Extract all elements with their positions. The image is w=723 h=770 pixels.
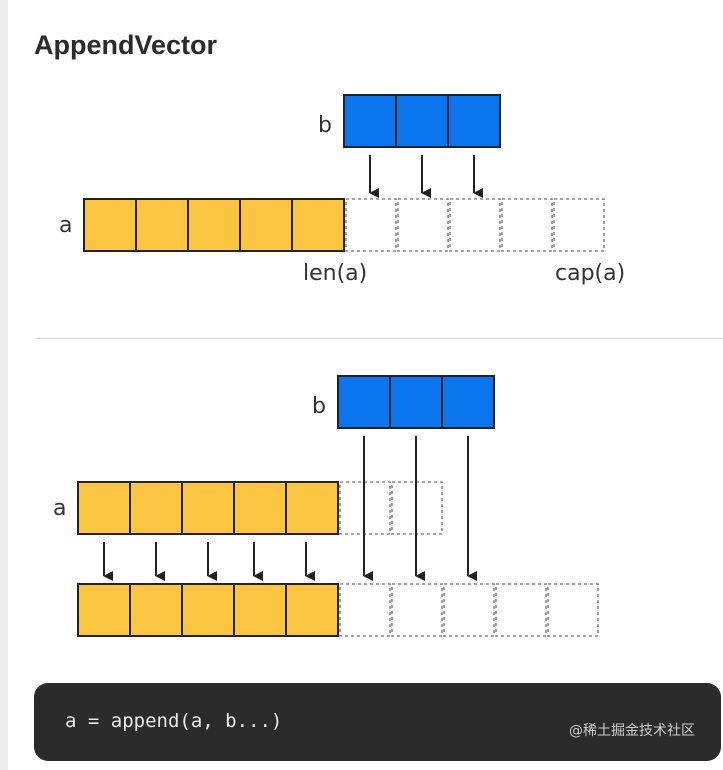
top-label-b: b [318, 113, 332, 138]
bottom-new-cell [181, 583, 235, 637]
bottom-new-cell [233, 583, 287, 637]
bottom-old-slice-a [77, 481, 339, 535]
top-a-cell [291, 198, 345, 252]
bottom-slice-b [337, 375, 495, 429]
top-b-cell [395, 94, 449, 148]
top-a-cell [83, 198, 137, 252]
bottom-new-cell [129, 583, 183, 637]
top-empty-cell [397, 198, 449, 252]
watermark: @稀土掘金技术社区 [569, 723, 695, 739]
bottom-a-cell [181, 481, 235, 535]
bottom-b-arrows [363, 436, 477, 581]
page-title: AppendVector [34, 30, 218, 60]
top-a-cell [135, 198, 189, 252]
bottom-copy-arrows [103, 542, 315, 581]
top-a-cell [239, 198, 293, 252]
code-block: a = append(a, b...) @稀土掘金技术社区 [34, 683, 721, 761]
top-label-cap: cap(a) [555, 261, 625, 286]
bottom-a-cell [285, 481, 339, 535]
top-empty-cell [501, 198, 553, 252]
top-slice-a [83, 198, 345, 252]
bottom-new-capacity [339, 583, 599, 637]
bottom-new-empty-cell [547, 583, 599, 637]
bottom-new-empty-cell [391, 583, 443, 637]
bottom-label-a: a [53, 496, 66, 521]
bottom-old-capacity [339, 481, 443, 535]
bottom-new-slice [77, 583, 339, 637]
top-b-cell [343, 94, 397, 148]
top-empty-cell [345, 198, 397, 252]
top-b-cell [447, 94, 501, 148]
top-slice-b [343, 94, 501, 148]
top-capacity-cells [345, 198, 605, 252]
bottom-a-cell [129, 481, 183, 535]
bottom-a-cell [77, 481, 131, 535]
bottom-new-empty-cell [443, 583, 495, 637]
bottom-b-cell [337, 375, 391, 429]
top-a-cell [187, 198, 241, 252]
top-empty-cell [553, 198, 605, 252]
top-arrows-b [369, 155, 483, 198]
bottom-label-b: b [312, 394, 326, 419]
bottom-new-empty-cell [495, 583, 547, 637]
bottom-new-empty-cell [339, 583, 391, 637]
bottom-a-cell [233, 481, 287, 535]
code-text: a = append(a, b...) [65, 710, 283, 732]
top-empty-cell [449, 198, 501, 252]
bottom-new-cell [285, 583, 339, 637]
bottom-b-cell [441, 375, 495, 429]
top-label-a: a [59, 213, 72, 238]
bottom-b-cell [389, 375, 443, 429]
top-label-len: len(a) [303, 261, 367, 286]
section-divider [36, 338, 723, 339]
bottom-new-cell [77, 583, 131, 637]
